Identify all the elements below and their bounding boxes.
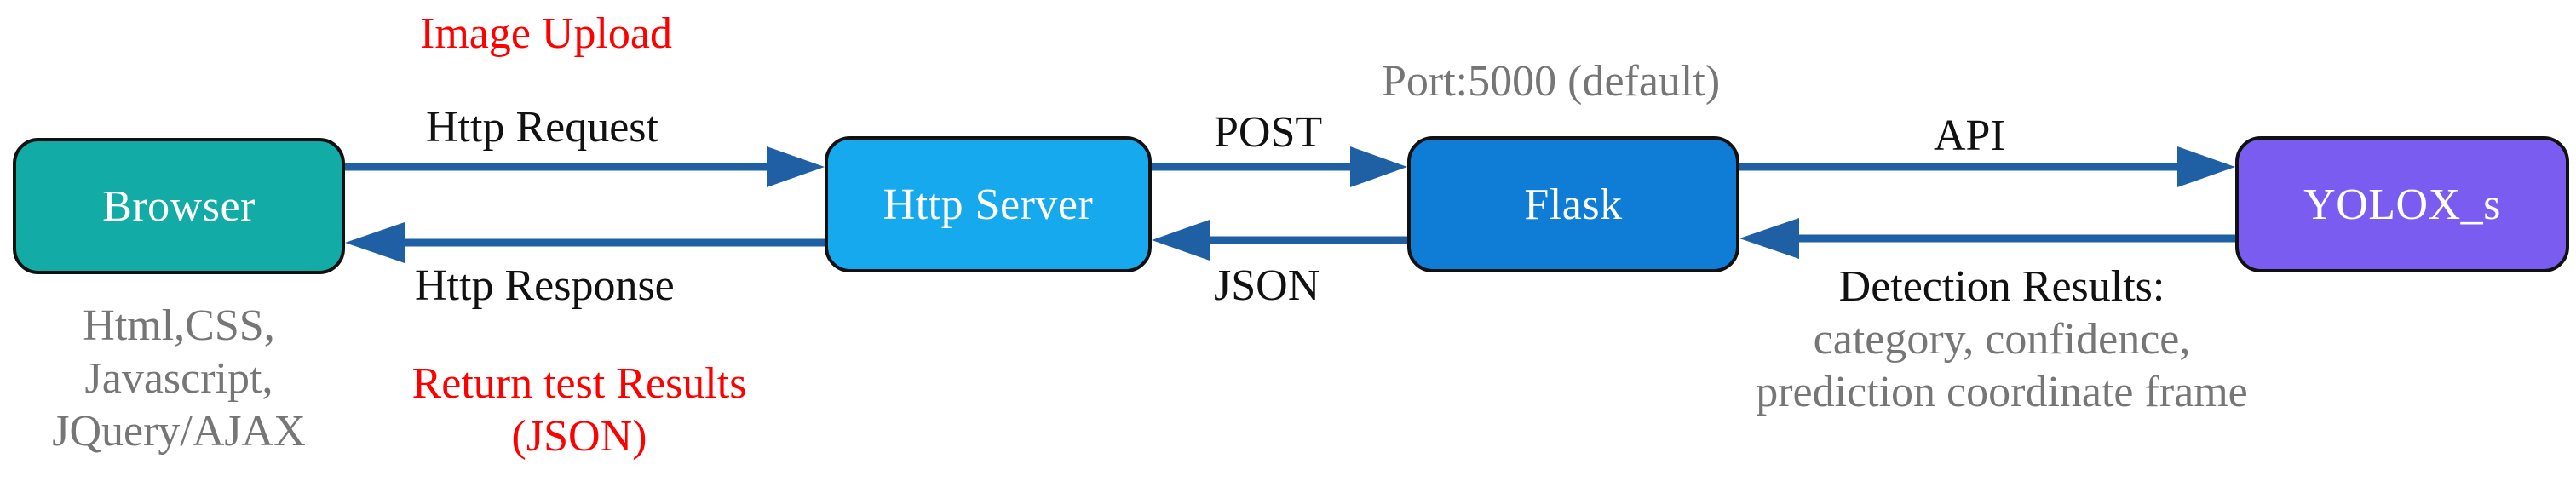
browser-tech-line: Javascript, (84, 354, 273, 403)
browser-tech-list: Html,CSS, Javascript, JQuery/AJAX (0, 300, 358, 458)
arrow-http-request (345, 146, 825, 187)
port-label: Port:5000 (default) (1382, 57, 1721, 106)
arrow-json (1152, 220, 1407, 261)
post-label: POST (1214, 108, 1323, 157)
return-results-label: Return test Results (JSON) (358, 358, 801, 463)
detection-results-label: Detection Results: category, confidence,… (1661, 261, 2343, 419)
arrow-post (1152, 146, 1407, 187)
return-results-line: Return test Results (411, 359, 747, 408)
detection-results-line: prediction coordinate frame (1756, 368, 2248, 416)
arrow-detection-results (1739, 218, 2235, 259)
browser-node: Browser (13, 138, 345, 274)
http-request-label: Http Request (426, 103, 658, 152)
detection-results-line: category, confidence, (1813, 315, 2191, 364)
browser-tech-line: Html,CSS, (83, 301, 275, 350)
detection-results-title: Detection Results: (1838, 262, 2165, 311)
http-response-label: Http Response (415, 261, 675, 310)
flask-node: Flask (1407, 136, 1739, 272)
image-upload-label: Image Upload (420, 9, 673, 58)
arrow-http-response (345, 222, 825, 263)
http-server-node: Http Server (825, 136, 1152, 272)
arrow-api (1739, 146, 2235, 187)
json-label: JSON (1214, 261, 1320, 310)
api-label: API (1934, 112, 2005, 160)
return-results-line: (JSON) (511, 412, 647, 461)
yolox-node: YOLOX_s (2235, 136, 2569, 272)
browser-tech-line: JQuery/AJAX (52, 407, 306, 456)
